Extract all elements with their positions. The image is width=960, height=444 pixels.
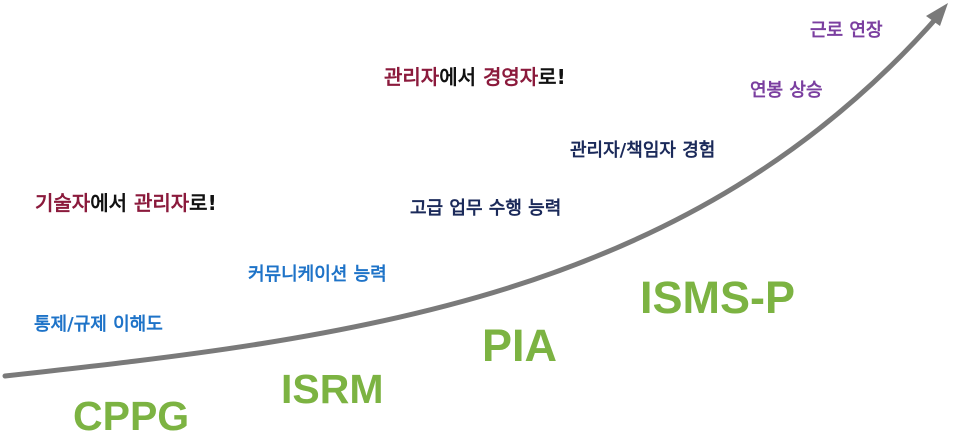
transition-suffix: 로! [538, 65, 566, 89]
transition-from: 기술자 [35, 191, 91, 215]
arrow-head-icon [926, 3, 948, 26]
transition-suffix: 로! [189, 191, 217, 215]
cert-label-isms-p: ISMS-P [640, 272, 796, 323]
skill-regulation-understanding: 통제/규제 이해도 [34, 314, 163, 335]
cert-label-pia: PIA [482, 320, 558, 371]
transition-connector: 에서 [439, 65, 483, 89]
benefit-career-extension: 근로 연장 [810, 20, 883, 41]
transition-to: 경영자 [482, 65, 539, 89]
transition-from: 관리자 [384, 65, 440, 89]
transition-manager-to-executive: 관리자에서 경영자로! [384, 67, 566, 87]
transition-engineer-to-manager: 기술자에서 관리자로! [35, 193, 217, 213]
transition-connector: 에서 [90, 191, 134, 215]
skill-communication: 커뮤니케이션 능력 [248, 264, 387, 285]
skill-advanced-work: 고급 업무 수행 능력 [410, 198, 562, 219]
benefit-salary-increase: 연봉 상승 [750, 80, 823, 101]
cert-label-cppg: CPPG [73, 393, 190, 439]
cert-label-isrm: ISRM [281, 366, 384, 412]
growth-curve [2, 11, 943, 379]
transition-to: 관리자 [133, 191, 190, 215]
skill-manager-experience: 관리자/책임자 경험 [570, 140, 716, 161]
